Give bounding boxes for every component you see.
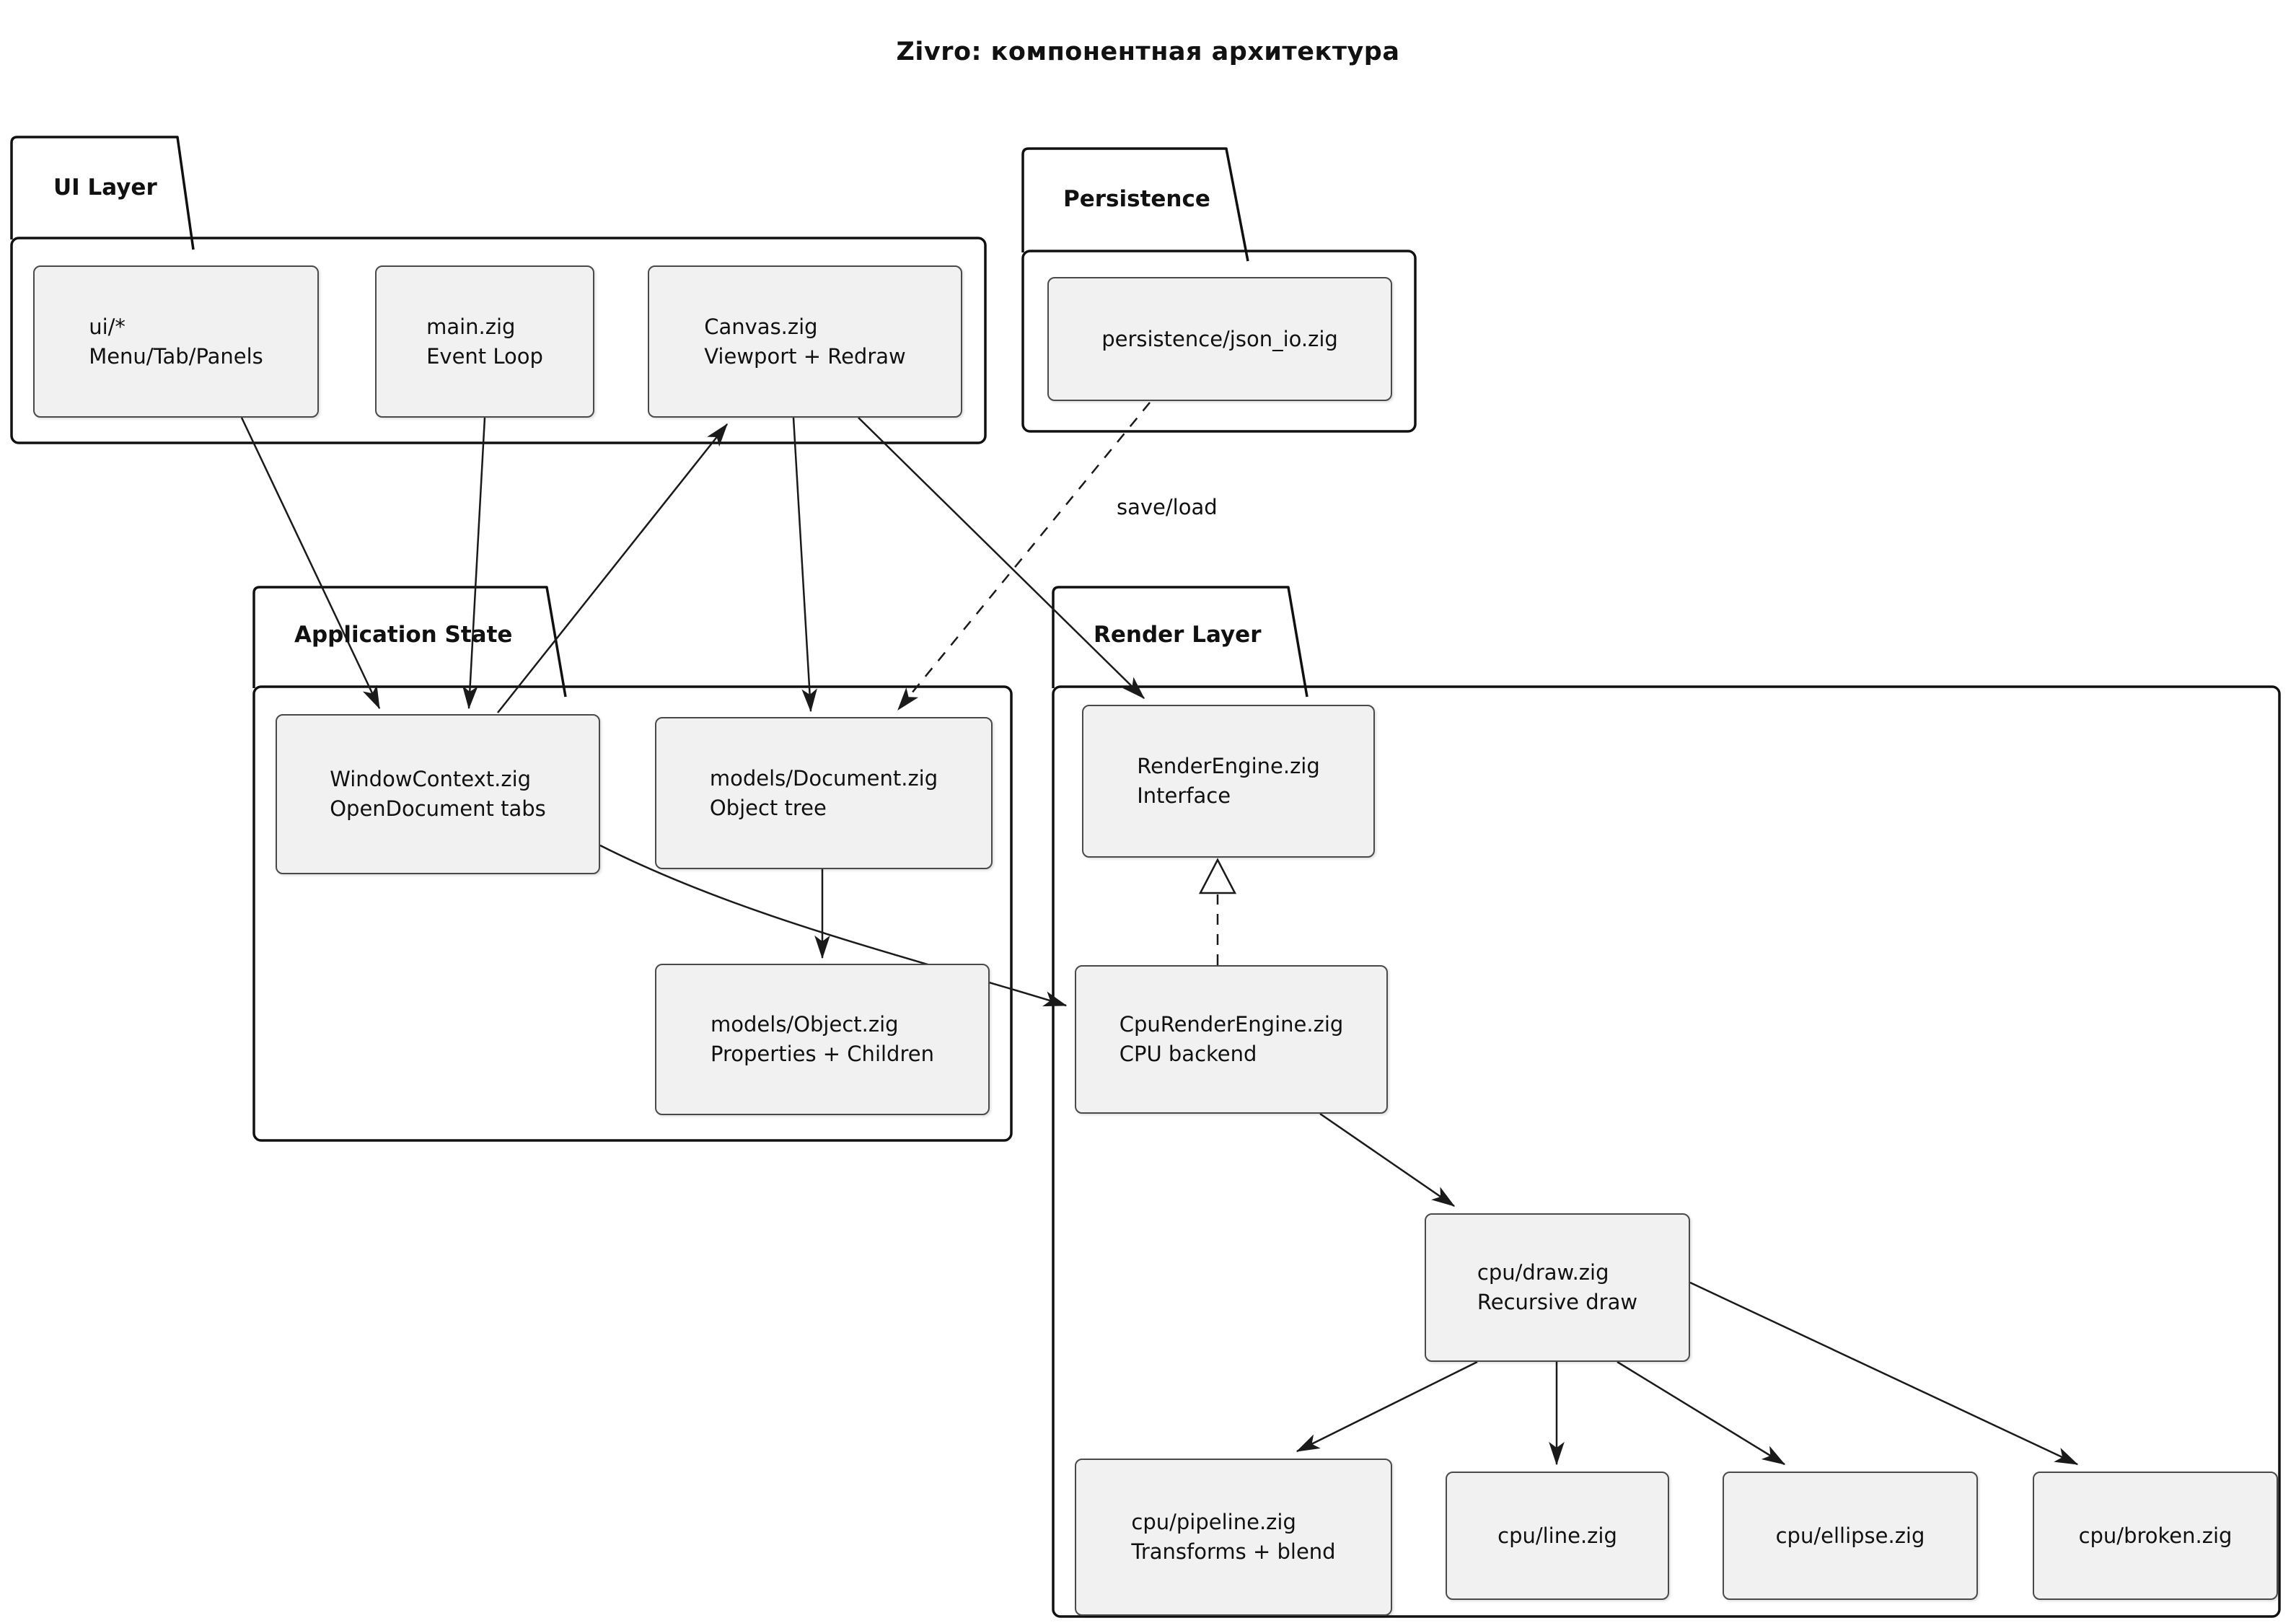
node-canvas-zig-line2: Viewport + Redraw — [704, 343, 906, 369]
node-main-zig: main.zig Event Loop — [375, 265, 594, 418]
edge-main-zig-to-window-context — [462, 417, 486, 710]
edge-canvas-to-document — [792, 417, 817, 713]
node-render-engine-line2: Interface — [1137, 783, 1231, 808]
edge-canvas-to-render-engine — [858, 417, 1145, 699]
node-cpu-pipeline-line2: Transforms + blend — [1131, 1539, 1336, 1564]
node-render-engine-line1: RenderEngine.zig — [1137, 754, 1320, 779]
edge-window-context-to-cpu-render-engine — [599, 844, 1068, 1007]
edge-ui-star-to-window-context — [240, 417, 381, 710]
node-window-context-line2: OpenDocument tabs — [330, 796, 546, 821]
node-object-line2: Properties + Children — [711, 1042, 934, 1066]
diagram-title: Zivro: компонентная архитектура — [896, 38, 1400, 66]
node-document-line2: Object tree — [709, 795, 827, 820]
node-cpu-draw: cpu/draw.zig Recursive draw — [1425, 1213, 1690, 1362]
node-cpu-ellipse: cpu/ellipse.zig — [1723, 1472, 1978, 1600]
package-label-ui-layer: UI Layer — [53, 175, 157, 201]
node-ui-star-line1: ui/* — [89, 314, 126, 339]
node-cpu-render-engine-line2: CPU backend — [1119, 1042, 1257, 1066]
package-label-application-state: Application State — [294, 622, 513, 648]
node-cpu-render-engine: CpuRenderEngine.zig CPU backend — [1075, 965, 1388, 1114]
edge-window-context-to-canvas — [497, 423, 728, 713]
node-ui-star-line2: Menu/Tab/Panels — [89, 343, 263, 369]
node-window-context: WindowContext.zig OpenDocument tabs — [276, 714, 600, 874]
node-json-io-line1: persistence/json_io.zig — [1101, 326, 1338, 351]
node-cpu-draw-line2: Recursive draw — [1477, 1290, 1638, 1314]
package-render-layer-shape — [1052, 586, 2281, 1618]
package-label-render-layer: Render Layer — [1094, 622, 1262, 648]
node-render-engine: RenderEngine.zig Interface — [1082, 705, 1375, 858]
node-document-line1: models/Document.zig — [709, 765, 938, 791]
edge-cpu-draw-to-cpu-pipeline — [1296, 1360, 1478, 1453]
node-window-context-line1: WindowContext.zig — [330, 767, 532, 792]
node-document: models/Document.zig Object tree — [655, 717, 993, 869]
node-cpu-ellipse-line1: cpu/ellipse.zig — [1775, 1523, 1925, 1548]
node-cpu-broken-line1: cpu/broken.zig — [2078, 1523, 2233, 1548]
node-ui-star: ui/* Menu/Tab/Panels — [33, 265, 319, 418]
node-main-zig-line1: main.zig — [426, 314, 516, 339]
node-cpu-pipeline-line1: cpu/pipeline.zig — [1131, 1510, 1296, 1535]
edge-json-io-to-document — [897, 402, 1151, 711]
node-cpu-pipeline: cpu/pipeline.zig Transforms + blend — [1075, 1459, 1392, 1616]
package-label-persistence: Persistence — [1063, 186, 1210, 212]
node-cpu-line: cpu/line.zig — [1446, 1472, 1669, 1600]
node-canvas-zig-line1: Canvas.zig — [704, 314, 818, 339]
edge-cpu-render-engine-to-cpu-draw — [1319, 1112, 1456, 1208]
node-cpu-broken: cpu/broken.zig — [2033, 1472, 2278, 1600]
node-object-line1: models/Object.zig — [711, 1012, 899, 1037]
node-cpu-render-engine-line1: CpuRenderEngine.zig — [1119, 1012, 1344, 1037]
edge-label-save-load: save/load — [1117, 495, 1218, 519]
node-main-zig-line2: Event Loop — [426, 343, 543, 369]
realization-triangle-icon — [1198, 858, 1237, 894]
node-canvas-zig: Canvas.zig Viewport + Redraw — [648, 265, 962, 418]
node-cpu-line-line1: cpu/line.zig — [1497, 1523, 1617, 1548]
edge-cpu-draw-to-cpu-broken — [1689, 1281, 2079, 1466]
edge-cpu-draw-to-cpu-ellipse — [1617, 1360, 1786, 1466]
node-cpu-draw-line1: cpu/draw.zig — [1477, 1260, 1609, 1285]
node-object: models/Object.zig Properties + Children — [655, 964, 990, 1115]
node-json-io: persistence/json_io.zig — [1047, 277, 1392, 401]
